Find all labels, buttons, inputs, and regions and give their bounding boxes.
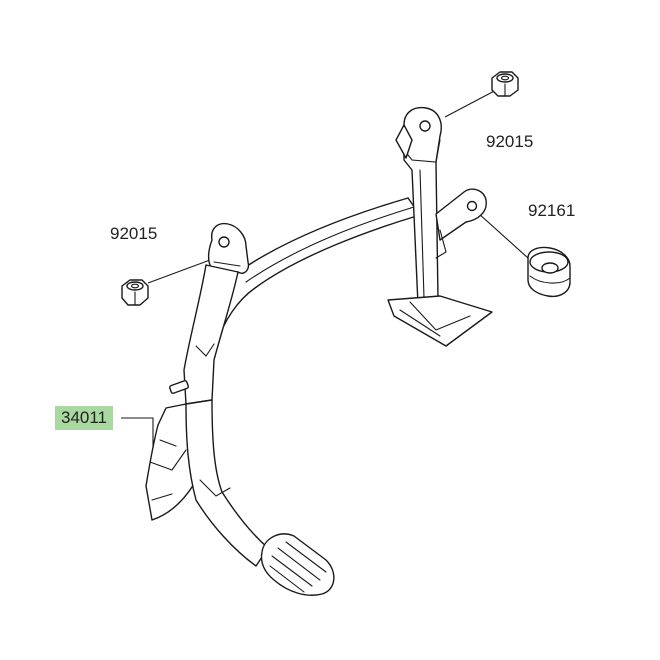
leader-lines: [121, 87, 529, 450]
nut-left-icon: [121, 279, 149, 306]
nut-top-icon: [491, 71, 519, 97]
rubber-bushing-icon: [527, 246, 571, 298]
label-rubber-bushing: 92161: [528, 201, 576, 220]
label-main-stand[interactable]: 34011: [55, 406, 114, 430]
main-stand: [145, 106, 493, 596]
label-nut-top: 92015: [486, 132, 534, 151]
label-nut-left: 92015: [110, 224, 158, 243]
